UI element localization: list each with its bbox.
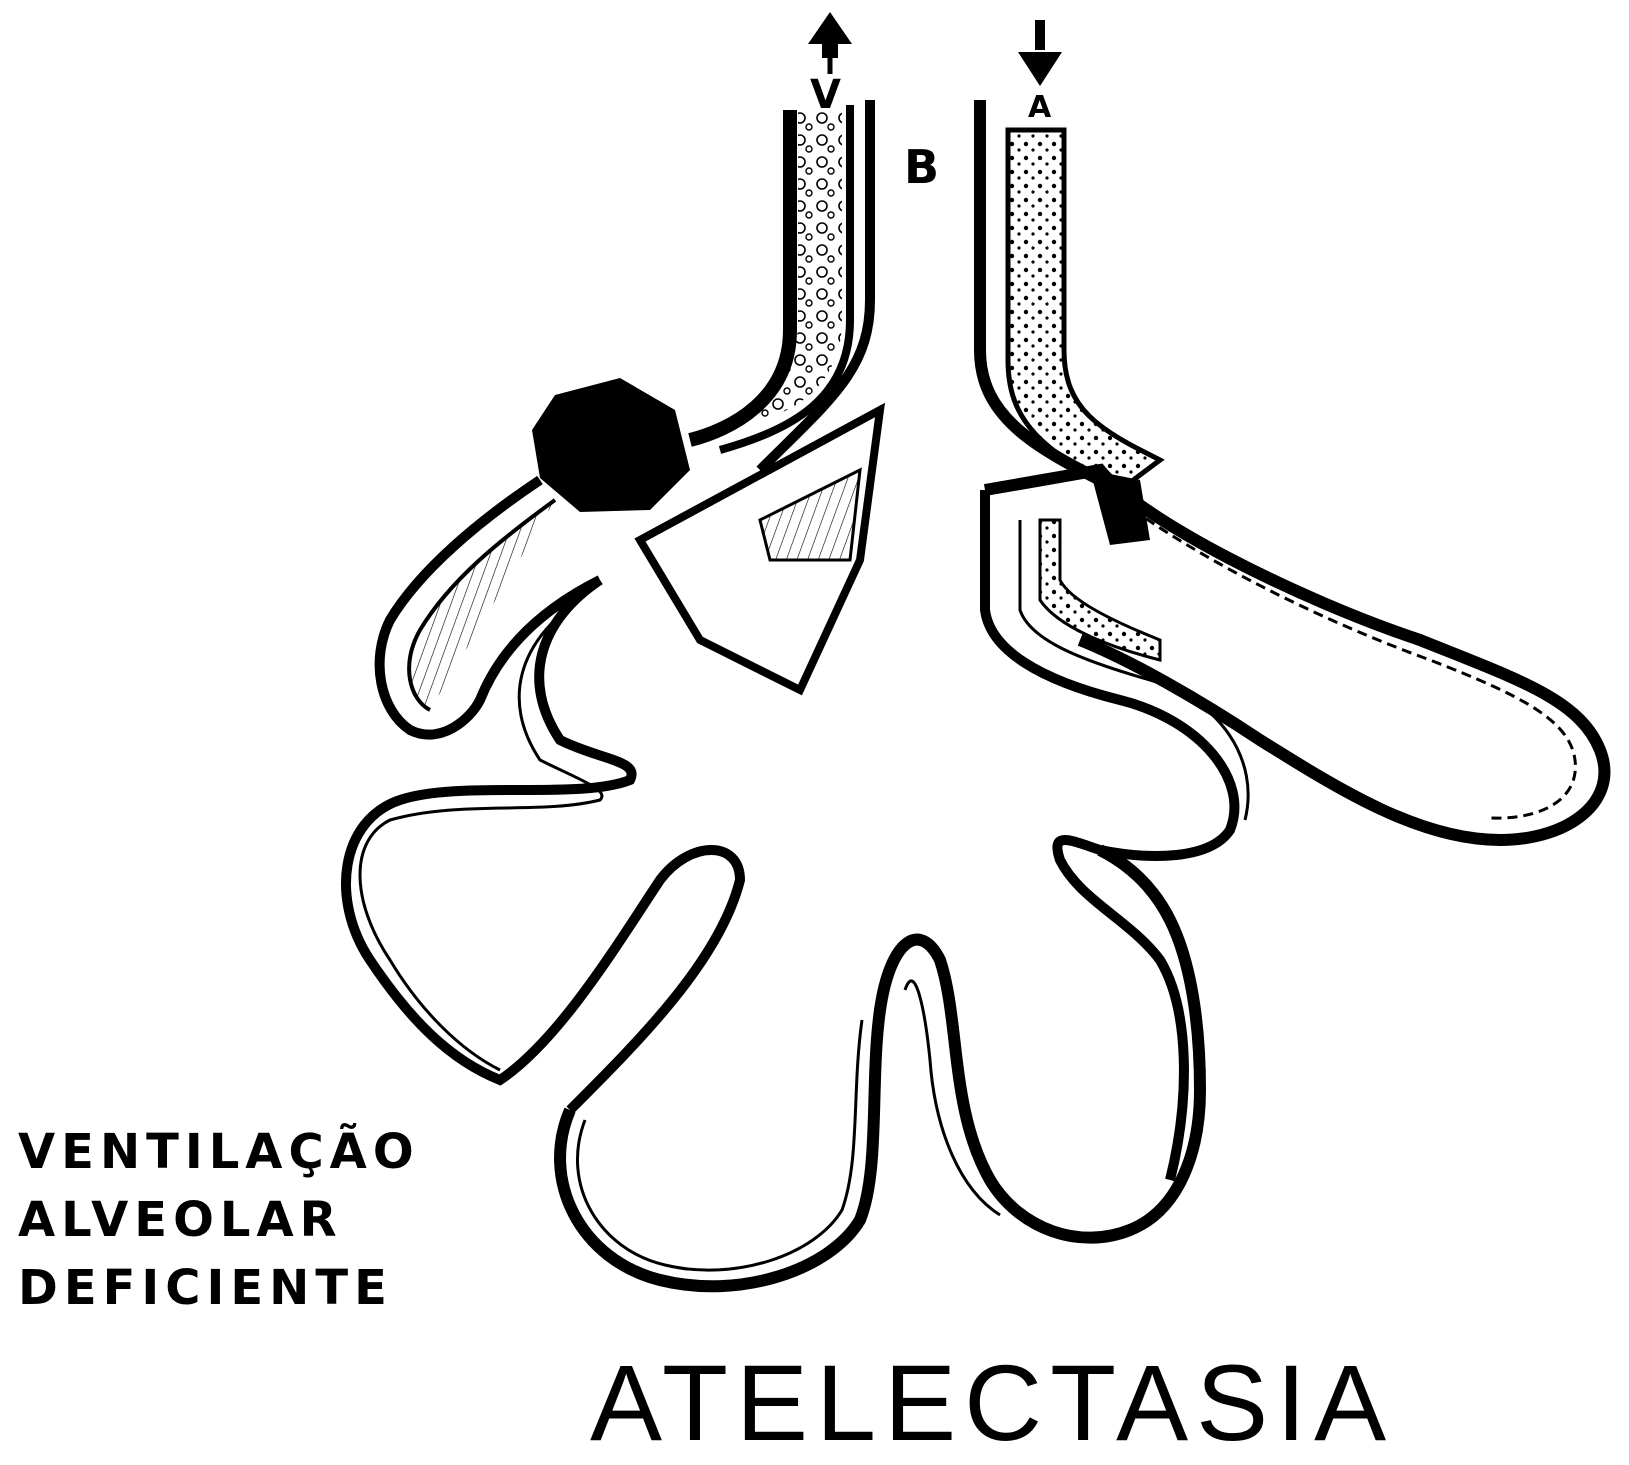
bronchus-label: B: [904, 140, 939, 194]
right-lower-alveolus: [985, 490, 1248, 1180]
vein-vessel: [690, 100, 870, 470]
outflow-arrow-icon: [808, 12, 852, 74]
inflow-arrow-icon: [1018, 20, 1062, 86]
central-alveoli: [560, 850, 1200, 1286]
diagram-title: ATELECTASIA: [590, 1340, 1394, 1465]
obstruction-mass: [532, 378, 690, 512]
left-lower-alveolus: [346, 580, 740, 1110]
side-note-line: DEFICIENTE: [18, 1254, 420, 1322]
side-note: VENTILAÇÃO ALVEOLAR DEFICIENTE: [18, 1118, 420, 1322]
artery-vessel: [980, 100, 1160, 490]
artery-label: A: [1028, 90, 1051, 125]
side-note-line: ALVEOLAR: [18, 1186, 420, 1254]
vein-label: V: [810, 72, 841, 118]
side-note-line: VENTILAÇÃO: [18, 1118, 420, 1186]
